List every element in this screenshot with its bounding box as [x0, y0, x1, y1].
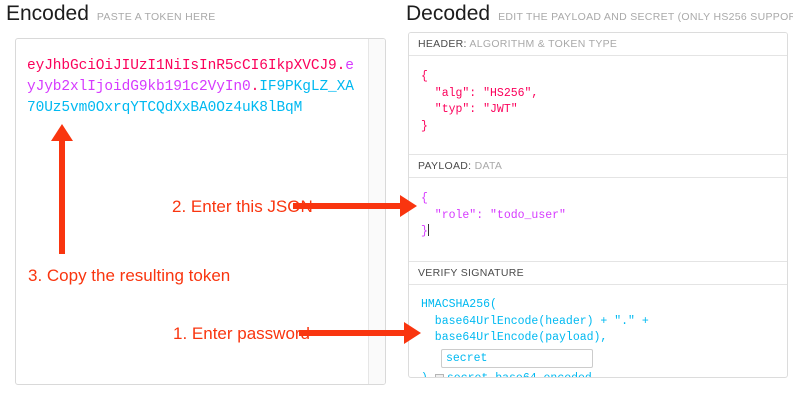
secret-base64-checkbox[interactable] — [434, 374, 444, 377]
encoded-token-panel[interactable]: eyJhbGciOiJIUzI1NiIsInR5cCI6IkpXVCJ9.eyJ… — [15, 38, 386, 385]
payload-json-editor[interactable]: { "role": "todo_user" } — [409, 178, 787, 262]
base64-encoded-row[interactable]: ) secret base64 encoded — [421, 371, 777, 378]
annotation-step-3-text: 3. Copy the resulting token — [28, 266, 231, 285]
signature-section-label-strong: VERIFY SIGNATURE — [418, 267, 524, 279]
header-section-label-strong: HEADER: — [418, 38, 467, 50]
text-caret — [427, 224, 429, 236]
arrow-right-icon — [404, 322, 421, 344]
secret-input[interactable] — [441, 348, 593, 368]
hmac-line-1: HMACSHA256( — [421, 298, 497, 311]
annotation-step-1-text: 1. Enter password — [173, 324, 311, 343]
encoded-title: Encoded — [6, 2, 89, 25]
arrow-up-icon — [51, 124, 73, 141]
header-section-label-light: ALGORITHM & TOKEN TYPE — [469, 38, 618, 50]
payload-section-label-strong: PAYLOAD: — [418, 160, 472, 172]
secret-base64-label: secret base64 encoded — [446, 371, 592, 378]
signature-verifier: HMACSHA256( base64UrlEncode(header) + ".… — [409, 285, 787, 378]
encoded-panel-scrollbar[interactable] — [368, 39, 385, 384]
hmac-line-2: base64UrlEncode(header) + "." + — [421, 314, 649, 328]
header-section-label: HEADER: ALGORITHM & TOKEN TYPE — [409, 33, 787, 56]
arrow-right-icon — [400, 195, 417, 217]
token-separator-2: . — [250, 79, 260, 95]
annotation-step-1-arrow-shaft — [299, 330, 405, 336]
encoded-subtitle: PASTE A TOKEN HERE — [96, 11, 216, 23]
token-signature-segment: IF9PKgLZ_XA70Uz5vm0OxrqYTCQdXxBA0Oz4uK8l… — [27, 79, 354, 116]
hmac-line-3: base64UrlEncode(payload), — [421, 331, 608, 344]
annotation-step-2-arrow-shaft — [293, 203, 401, 209]
decoded-heading: Decoded EDIT THE PAYLOAD AND SECRET (ONL… — [406, 2, 793, 26]
closing-paren: ) — [421, 371, 428, 378]
decoded-title: Decoded — [406, 2, 491, 25]
annotation-step-2-text: 2. Enter this JSON — [172, 197, 313, 216]
payload-json-text: { "role": "todo_user" } — [421, 192, 566, 238]
token-separator-1: . — [336, 58, 346, 74]
decoded-subtitle: EDIT THE PAYLOAD AND SECRET (ONLY HS256 … — [498, 11, 793, 23]
annotation-step-3-arrow-shaft — [59, 140, 65, 254]
header-json-editor[interactable]: { "alg": "HS256", "typ": "JWT" } — [409, 56, 787, 155]
decoded-panel: HEADER: ALGORITHM & TOKEN TYPE { "alg": … — [408, 32, 788, 378]
payload-section-label-light: DATA — [474, 160, 503, 172]
encoded-token-textarea[interactable]: eyJhbGciOiJIUzI1NiIsInR5cCI6IkpXVCJ9.eyJ… — [16, 39, 370, 131]
signature-section-label: VERIFY SIGNATURE — [409, 262, 787, 285]
token-payload-segment: eyJyb2xlIjoidG9kb191c2VyIn0 — [27, 58, 354, 95]
encoded-heading: Encoded PASTE A TOKEN HERE — [6, 2, 216, 26]
secret-input-wrapper — [441, 348, 777, 368]
payload-section-label: PAYLOAD: DATA — [409, 155, 787, 178]
token-header-segment: eyJhbGciOiJIUzI1NiIsInR5cCI6IkpXVCJ9 — [27, 58, 337, 74]
